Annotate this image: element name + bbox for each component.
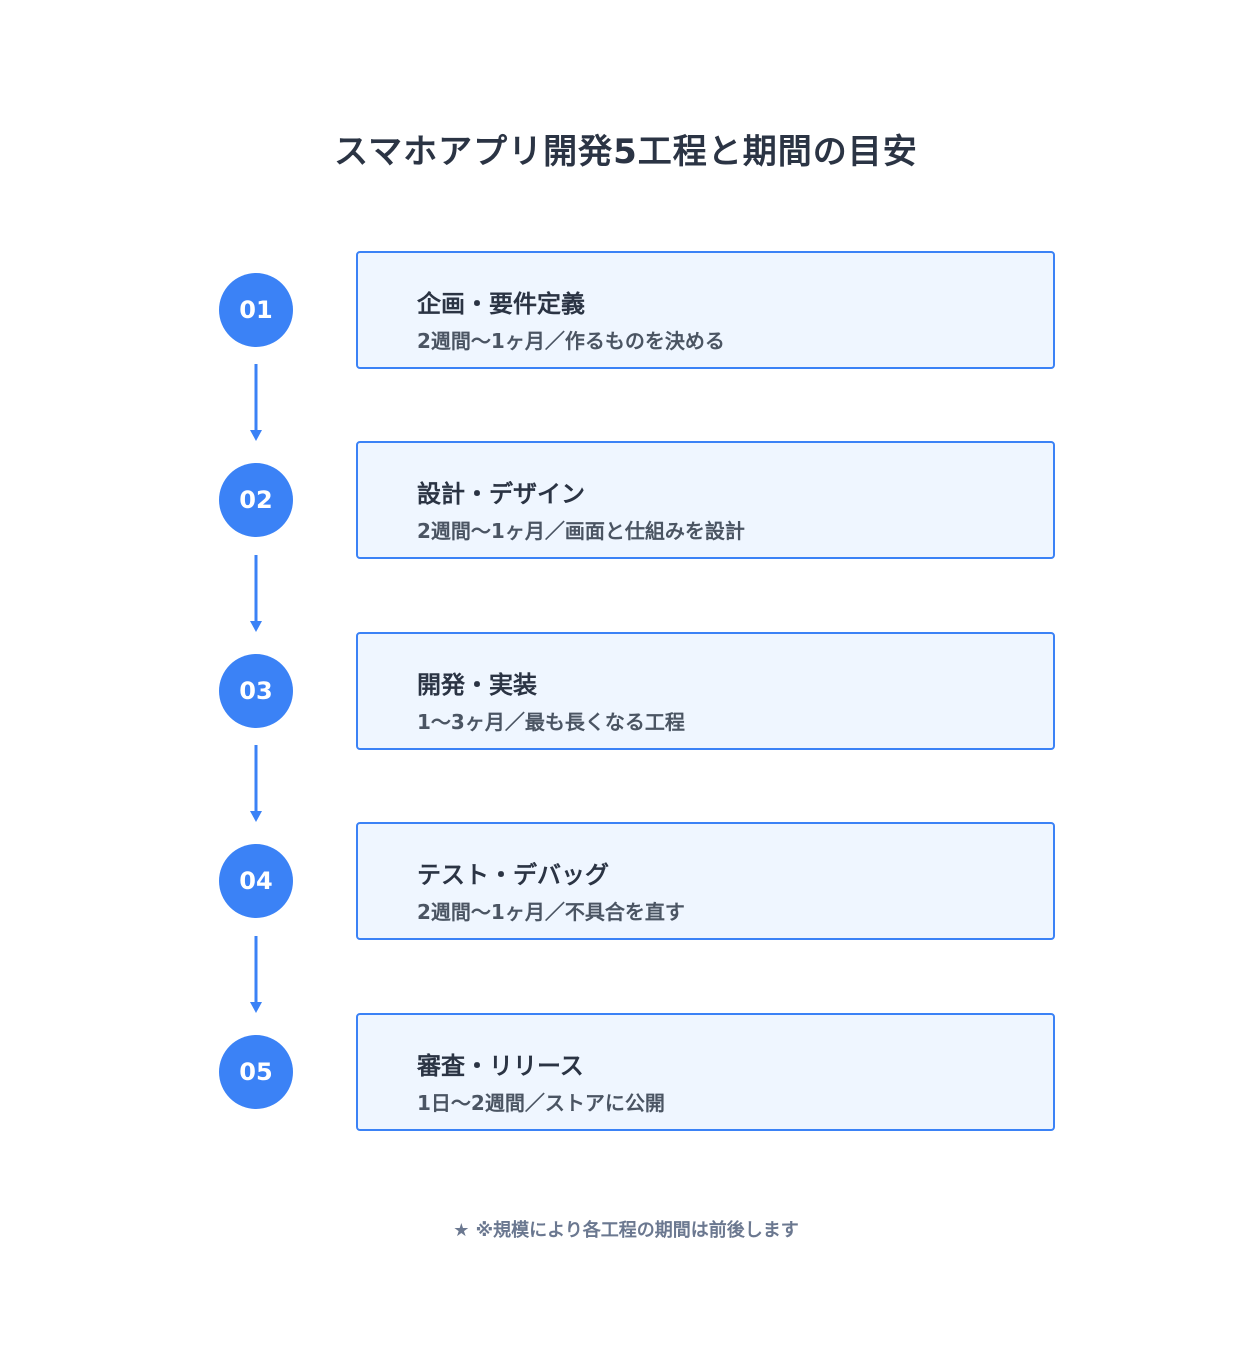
step-card: 設計・デザイン 2週間〜1ヶ月／画面と仕組みを設計: [356, 441, 1055, 559]
step-description: 2週間〜1ヶ月／不具合を直す: [417, 900, 685, 924]
arrow-down-icon: [250, 936, 262, 1013]
step-description: 2週間〜1ヶ月／画面と仕組みを設計: [417, 519, 745, 543]
step-card: 審査・リリース 1日〜2週間／ストアに公開: [356, 1013, 1055, 1131]
step-number-badge: 04: [219, 844, 293, 918]
step-number-badge: 02: [219, 463, 293, 537]
arrow-down-icon: [250, 555, 262, 632]
step-description: 2週間〜1ヶ月／作るものを決める: [417, 329, 725, 353]
step-title: 設計・デザイン: [417, 480, 585, 508]
step-2: 02 設計・デザイン 2週間〜1ヶ月／画面と仕組みを設計: [0, 441, 1252, 559]
arrow-down-icon: [250, 745, 262, 822]
step-3: 03 開発・実装 1〜3ヶ月／最も長くなる工程: [0, 632, 1252, 750]
step-card: 開発・実装 1〜3ヶ月／最も長くなる工程: [356, 632, 1055, 750]
step-title: 企画・要件定義: [417, 290, 585, 318]
step-title: 開発・実装: [417, 671, 537, 699]
step-number-badge: 05: [219, 1035, 293, 1109]
step-number-badge: 03: [219, 654, 293, 728]
page-title: スマホアプリ開発5工程と期間の目安: [334, 132, 918, 172]
step-description: 1〜3ヶ月／最も長くなる工程: [417, 710, 685, 734]
step-description: 1日〜2週間／ストアに公開: [417, 1091, 665, 1115]
step-number-badge: 01: [219, 273, 293, 347]
step-5: 05 審査・リリース 1日〜2週間／ストアに公開: [0, 1013, 1252, 1131]
arrow-down-icon: [250, 364, 262, 441]
step-card: 企画・要件定義 2週間〜1ヶ月／作るものを決める: [356, 251, 1055, 369]
step-title: テスト・デバッグ: [417, 861, 609, 889]
footnote: ★ ※規模により各工程の期間は前後します: [453, 1220, 799, 1241]
step-title: 審査・リリース: [417, 1052, 584, 1080]
step-card: テスト・デバッグ 2週間〜1ヶ月／不具合を直す: [356, 822, 1055, 940]
step-4: 04 テスト・デバッグ 2週間〜1ヶ月／不具合を直す: [0, 822, 1252, 940]
step-1: 01 企画・要件定義 2週間〜1ヶ月／作るものを決める: [0, 251, 1252, 369]
